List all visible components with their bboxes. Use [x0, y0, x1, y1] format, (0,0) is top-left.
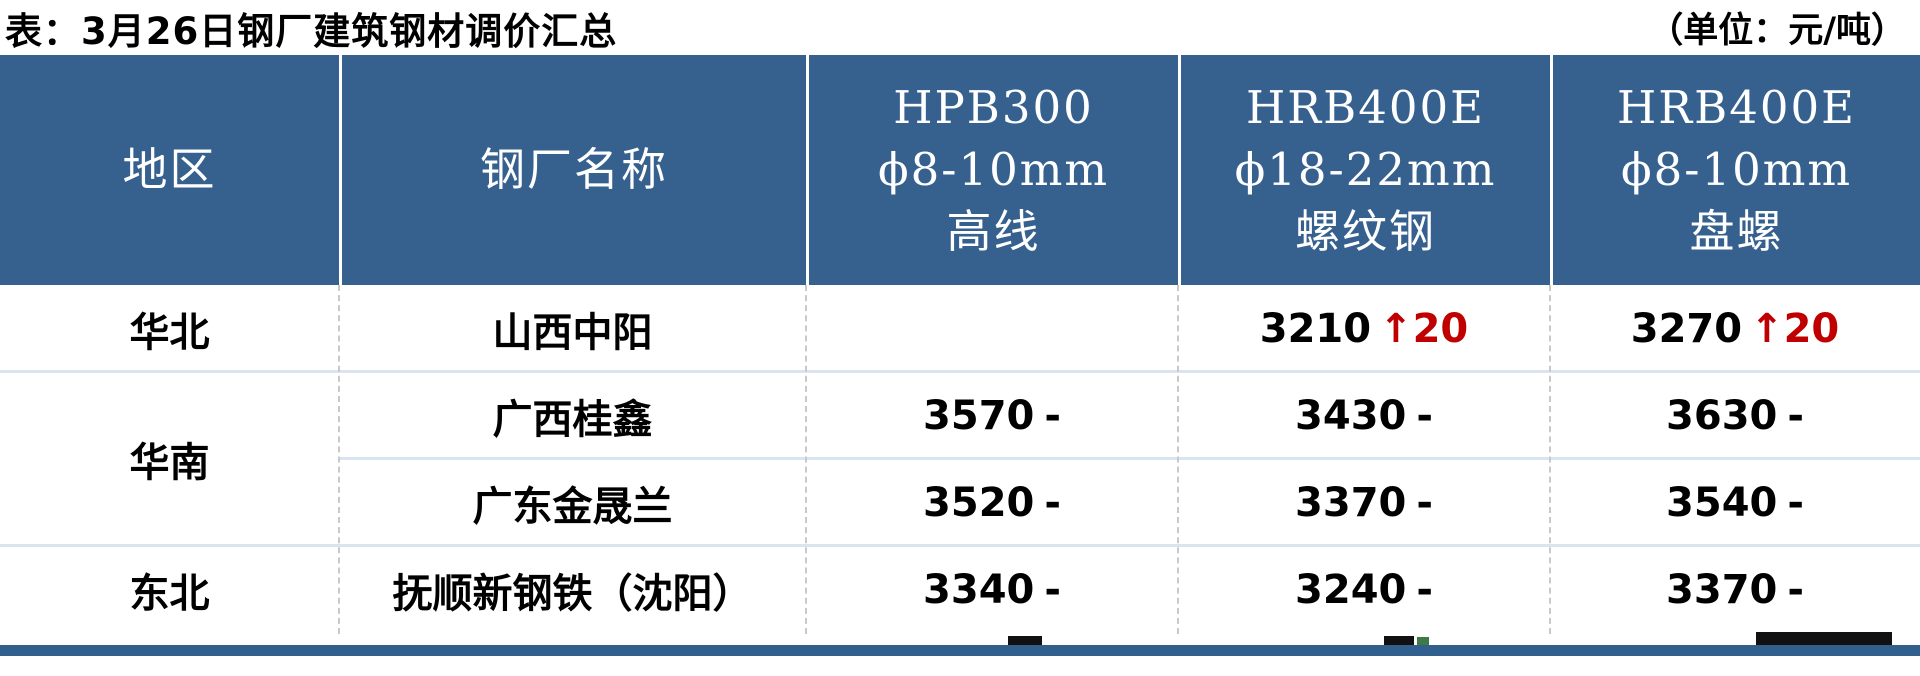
price-value: 3430 — [1295, 392, 1407, 439]
price-value: 3540 — [1666, 479, 1778, 526]
price-value: 3240 — [1295, 567, 1407, 613]
price-value: 3340 — [923, 567, 1035, 613]
column-header-line2: ϕ18-22mm — [1234, 143, 1497, 196]
column-header-line3: 盘螺 — [1689, 205, 1784, 258]
price-cell-wire — [806, 285, 1178, 372]
price-cell-rebar: 3370- — [1178, 459, 1550, 546]
price-change: - — [1044, 567, 1061, 613]
price-value: 3370 — [1666, 567, 1778, 613]
region-cell-merged: 华南 — [129, 440, 210, 486]
column-header-line3: 高线 — [946, 205, 1041, 258]
price-change: - — [1044, 392, 1061, 439]
clipped-row-fragment-green — [1417, 637, 1429, 645]
price-change-up: ↑20 — [1379, 305, 1469, 352]
price-value: 3270 — [1630, 305, 1743, 352]
row-separator-line — [339, 457, 1920, 460]
column-header-line1: HRB400E — [1617, 81, 1856, 134]
price-change: - — [1044, 479, 1061, 526]
price-change: - — [1787, 479, 1804, 526]
price-change: - — [1416, 392, 1433, 439]
column-header-line2: ϕ8-10mm — [1620, 143, 1853, 196]
unit-label: （单位：元/吨） — [1648, 11, 1906, 51]
price-cell-coil: 3540- — [1550, 459, 1920, 546]
price-value: 3570 — [923, 392, 1035, 439]
price-cell-wire: 3520- — [806, 459, 1178, 546]
column-header-line1: HPB300 — [893, 81, 1094, 134]
price-value: 3520 — [923, 479, 1035, 526]
price-cell-coil: 3270↑20 — [1550, 285, 1920, 372]
factory-cell: 广东金晟兰 — [472, 483, 673, 530]
factory-cell: 抚顺新钢铁（沈阳） — [392, 571, 753, 617]
price-cell-wire: 3570- — [806, 372, 1178, 459]
price-cell-rebar: 3430- — [1178, 372, 1550, 459]
price-cell-wire: 3340- — [806, 546, 1178, 634]
price-value: 3210 — [1259, 305, 1372, 352]
price-change: - — [1787, 392, 1804, 439]
column-header-label: 地区 — [122, 143, 217, 196]
price-cell-coil: 3630- — [1550, 372, 1920, 459]
factory-cell: 山西中阳 — [492, 309, 653, 356]
factory-cell: 广西桂鑫 — [492, 396, 653, 443]
column-header-line1: HRB400E — [1246, 81, 1485, 134]
price-change: - — [1787, 567, 1804, 613]
column-header-region: 地区 — [0, 55, 339, 285]
price-value: 3370 — [1295, 479, 1407, 526]
column-header-hpb300-wire: HPB300 ϕ8-10mm 高线 — [806, 55, 1178, 285]
clipped-row-fragment — [1756, 632, 1892, 645]
clipped-row-fragment — [1008, 636, 1042, 645]
column-separator-dashed — [338, 285, 340, 634]
column-separator-dashed — [805, 285, 807, 634]
price-change: - — [1416, 479, 1433, 526]
clipped-row-fragment — [1384, 636, 1414, 645]
price-change-up: ↑20 — [1750, 305, 1840, 352]
region-cell: 东北 — [129, 571, 210, 617]
column-separator-dashed — [1549, 285, 1551, 634]
column-separator-dashed — [1177, 285, 1179, 634]
table-header: 地区 钢厂名称 HPB300 ϕ8-10mm 高线 HRB400E ϕ18-22… — [0, 55, 1920, 285]
column-header-line2: ϕ8-10mm — [877, 143, 1110, 196]
footer-divider-bar — [0, 645, 1920, 656]
table-body: 华北 山西中阳 3210↑20 3270↑20 华南 广西桂鑫 3570- 34… — [0, 285, 1920, 634]
column-header-hrb400e-coil: HRB400E ϕ8-10mm 盘螺 — [1550, 55, 1920, 285]
price-cell-rebar: 3240- — [1178, 546, 1550, 634]
region-cell: 华北 — [129, 309, 210, 356]
price-value: 3630 — [1666, 392, 1778, 439]
title-bar: 表：3月26日钢厂建筑钢材调价汇总 （单位：元/吨） — [0, 0, 1920, 55]
row-separator-line — [0, 544, 1920, 547]
column-header-factory: 钢厂名称 — [339, 55, 806, 285]
row-separator-line — [0, 370, 1920, 373]
price-cell-coil: 3370- — [1550, 546, 1920, 634]
column-header-hrb400e-rebar: HRB400E ϕ18-22mm 螺纹钢 — [1178, 55, 1550, 285]
column-header-line3: 螺纹钢 — [1294, 205, 1436, 258]
price-change: - — [1416, 567, 1433, 613]
column-header-label: 钢厂名称 — [479, 143, 668, 196]
page-title: 表：3月26日钢厂建筑钢材调价汇总 — [5, 9, 618, 53]
price-cell-rebar: 3210↑20 — [1178, 285, 1550, 372]
